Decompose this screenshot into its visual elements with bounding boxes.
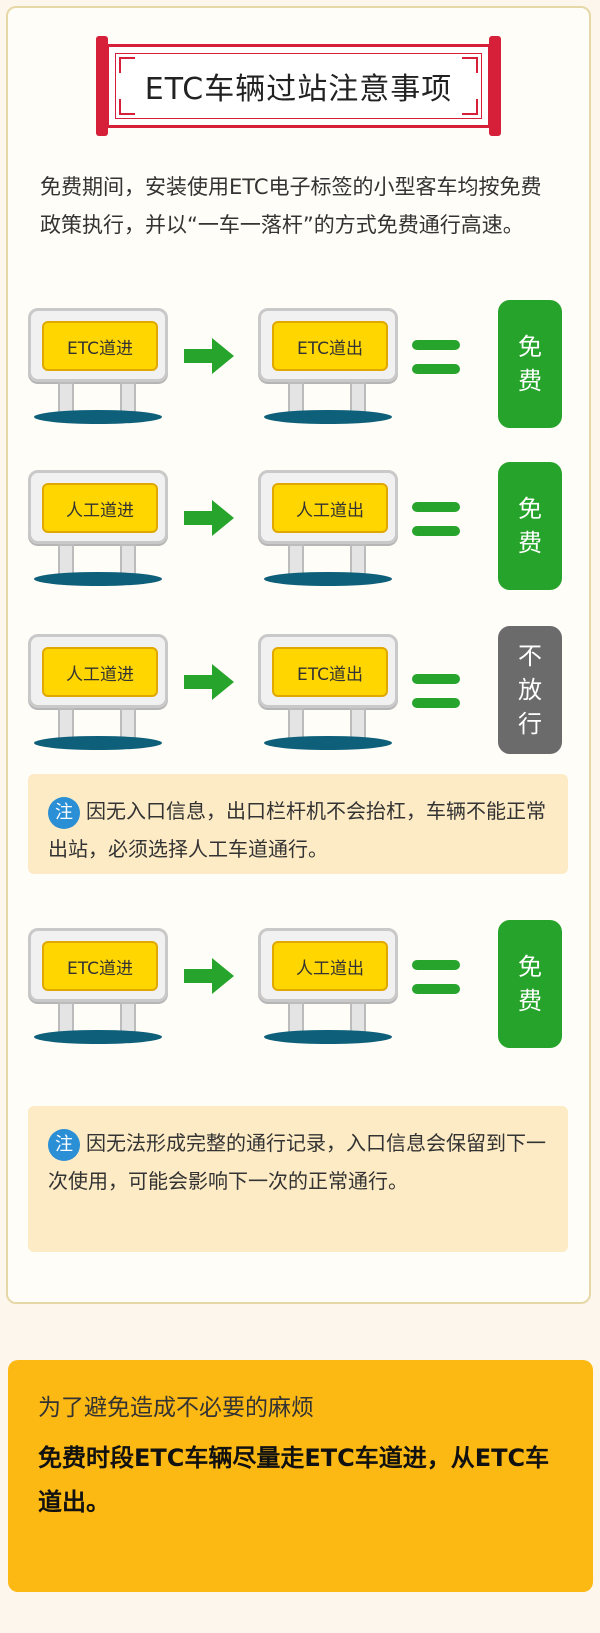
arrow-right-icon [184, 664, 234, 700]
exit-gate-sign: 人工道出 [258, 920, 398, 1050]
entry-gate-sign: ETC道进 [28, 920, 168, 1050]
scroll-rod-left [96, 36, 108, 136]
exit-lane-label: 人工道出 [272, 941, 388, 991]
note-text: 因无入口信息，出口栏杆机不会抬杠，车辆不能正常出站，必须选择人工车道通行。 [48, 799, 546, 861]
scroll-body: ETC车辆过站注意事项 [106, 44, 491, 128]
intro-text: 免费期间，安装使用ETC电子标签的小型客车均按免费政策执行，并以“一车一落杆”的… [40, 175, 542, 237]
tip-advice: 免费时段ETC车辆尽量走ETC车道进，从ETC车道出。 [38, 1444, 550, 1516]
page-title: ETC车辆过站注意事项 [144, 72, 453, 107]
entry-gate-sign: ETC道进 [28, 300, 168, 430]
exit-gate-sign: 人工道出 [258, 462, 398, 592]
exit-gate-sign: ETC道出 [258, 626, 398, 756]
exit-lane-label: 人工道出 [272, 483, 388, 533]
exit-lane-label: ETC道出 [272, 647, 388, 697]
equals-icon [412, 960, 460, 996]
entry-lane-label: ETC道进 [42, 321, 158, 371]
tip-box: 为了避免造成不必要的麻烦 免费时段ETC车辆尽量走ETC车道进，从ETC车道出。 [8, 1360, 593, 1592]
result-badge: 免费 [498, 920, 562, 1048]
exit-lane-label: ETC道出 [272, 321, 388, 371]
entry-lane-label: 人工道进 [42, 483, 158, 533]
equals-icon [412, 674, 460, 710]
note-icon: 注 [48, 796, 80, 829]
note-box: 注因无法形成完整的通行记录，入口信息会保留到下一次使用，可能会影响下一次的正常通… [28, 1106, 568, 1252]
exit-gate-sign: ETC道出 [258, 300, 398, 430]
result-badge: 不放行 [498, 626, 562, 754]
entry-lane-label: 人工道进 [42, 647, 158, 697]
entry-lane-label: ETC道进 [42, 941, 158, 991]
scroll-rod-right [489, 36, 501, 136]
title-banner: ETC车辆过站注意事项 [96, 36, 501, 136]
arrow-right-icon [184, 500, 234, 536]
lane-row: ETC道进 ETC道出 免费 [0, 300, 600, 440]
arrow-right-icon [184, 958, 234, 994]
note-icon: 注 [48, 1128, 80, 1161]
note-box: 注因无入口信息，出口栏杆机不会抬杠，车辆不能正常出站，必须选择人工车道通行。 [28, 774, 568, 874]
lane-row: 人工道进 人工道出 免费 [0, 462, 600, 602]
lane-row: ETC道进 人工道出 免费 [0, 920, 600, 1060]
result-badge: 免费 [498, 462, 562, 590]
equals-icon [412, 502, 460, 538]
arrow-right-icon [184, 338, 234, 374]
entry-gate-sign: 人工道进 [28, 462, 168, 592]
lane-row: 人工道进 ETC道出 不放行 [0, 626, 600, 766]
tip-subtitle: 为了避免造成不必要的麻烦 [38, 1395, 314, 1421]
note-text: 因无法形成完整的通行记录，入口信息会保留到下一次使用，可能会影响下一次的正常通行… [48, 1131, 546, 1193]
equals-icon [412, 340, 460, 376]
result-badge: 免费 [498, 300, 562, 428]
entry-gate-sign: 人工道进 [28, 626, 168, 756]
